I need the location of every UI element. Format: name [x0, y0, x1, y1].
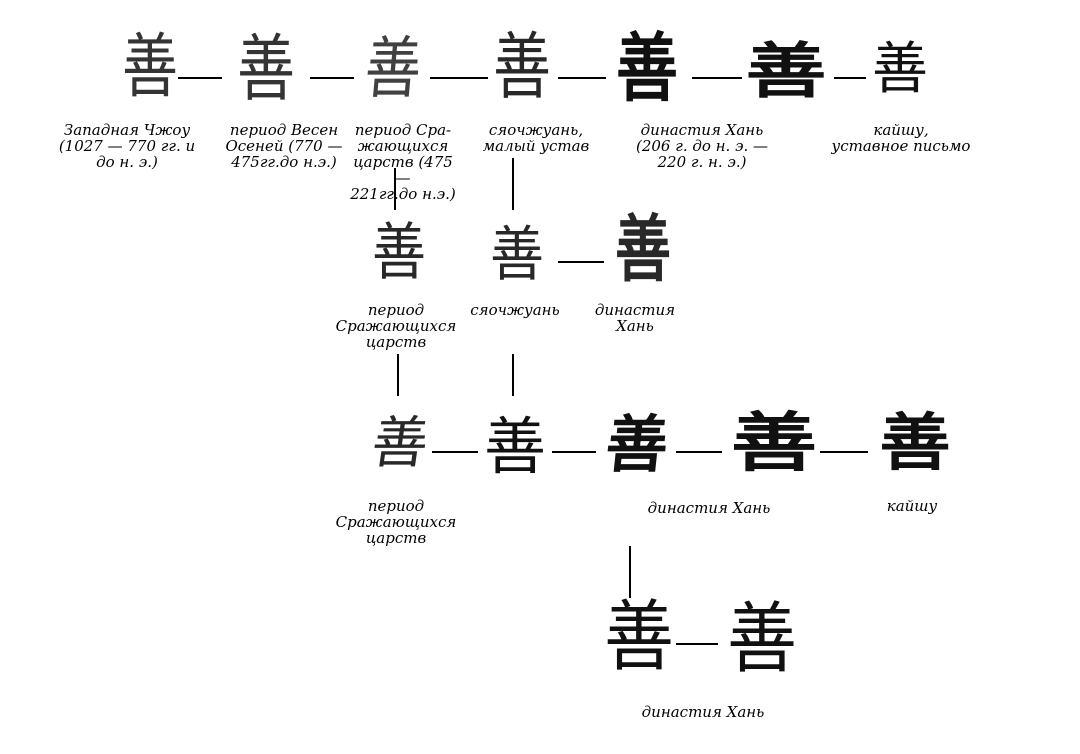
glyph-r3-transition-2: 善 — [602, 408, 672, 481]
glyph-r3-transition-1: 善 — [484, 410, 547, 483]
glyph-r2-warring-states: 善 — [372, 216, 426, 289]
glyph-r2-xiaozhuan: 善 — [490, 219, 544, 290]
glyph-r1-warring-states: 善 — [361, 30, 425, 109]
glyph-r3-han-clerical: 善 — [730, 406, 818, 481]
glyph-r1-western-zhou: 善 — [122, 26, 178, 108]
caption-r1-warring-states: период Сра- жающихся царств (475 — 221гг… — [350, 121, 456, 203]
caption-r3-warring-states: период Сражающихся царств — [335, 497, 457, 547]
caption-r1-kaishu: кайшу, уставное письмо — [831, 121, 971, 155]
caption-r2-xiaozhuan: сяочжуань — [470, 301, 560, 319]
glyph-r1-han-clerical: 善 — [745, 37, 827, 107]
caption-r4-han: династия Хань — [641, 703, 765, 721]
caption-r1-western-zhou: Западная Чжоу (1027 — 770 гг. и до н. э.… — [58, 121, 196, 171]
glyph-r2-han: 善 — [615, 207, 671, 293]
caption-r1-spring-autumn: период Весен Осеней (770 — 475гг.до н.э.… — [225, 121, 343, 171]
glyph-r1-xiaozhuan: 善 — [492, 24, 551, 110]
caption-r3-kaishu: кайшу — [886, 497, 938, 515]
glyph-r1-kaishu: 善 — [872, 37, 928, 102]
caption-r2-warring-states: период Сражающихся царств — [335, 301, 457, 351]
glyph-r3-kaishu: 善 — [879, 406, 951, 479]
glyph-r1-spring-autumn: 善 — [236, 26, 295, 112]
glyph-r4-han-1: 善 — [604, 591, 674, 683]
caption-r3-han: династия Хань — [647, 499, 771, 517]
caption-r2-han: династия Хань — [594, 301, 676, 335]
caption-r1-han: династия Хань (206 г. до н. э. — 220 г. … — [635, 121, 769, 171]
glyph-r1-han: 善 — [615, 24, 678, 113]
glyph-r3-warring-states: 善 — [367, 411, 433, 476]
caption-r1-xiaozhuan: сяочжуань, малый устав — [482, 121, 590, 155]
glyph-r4-han-2: 善 — [727, 593, 797, 685]
